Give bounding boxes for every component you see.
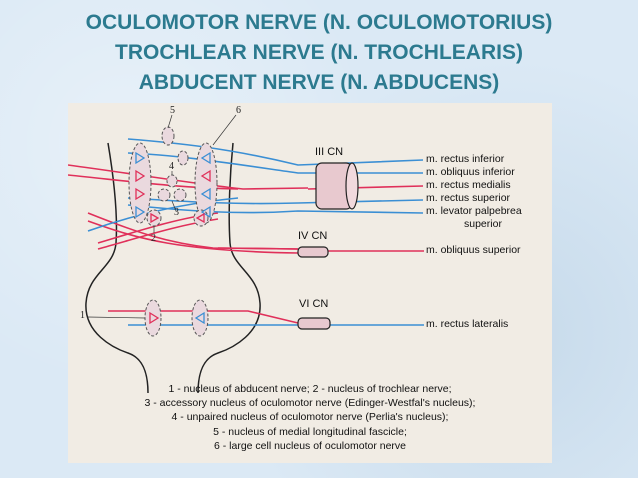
- number-4: 4: [169, 161, 174, 172]
- title-line-oculomotor: OCULOMOTOR NERVE (N. OCULOMOTORIUS): [85, 11, 553, 34]
- leader-1: [87, 316, 146, 319]
- blue-nerve-levator: [127, 204, 424, 214]
- number-3: 3: [174, 207, 179, 218]
- nuclei: [128, 126, 218, 337]
- tri-red-6: [195, 212, 205, 224]
- legend-line-2: 3 - accessory nucleus of oculomotor nerv…: [144, 397, 476, 410]
- leader-3: [171, 200, 177, 212]
- tri-blue-1: [135, 151, 146, 165]
- tri-blue-6: [194, 311, 205, 325]
- label-cn3: III CN: [315, 146, 344, 158]
- tri-blue-3: [200, 151, 211, 165]
- nerve-diagram-svg: [68, 114, 424, 394]
- legend-line-1: 1 - nucleus of abducent nerve; 2 - nucle…: [168, 383, 452, 395]
- legend-line-3: 4 - unpaired nucleus of oculomotor nerve…: [171, 411, 449, 424]
- label-rectus-superior: m. rectus superior: [426, 192, 511, 204]
- red-nerve-cn4-in: [217, 247, 299, 250]
- nucleus-1-right: [191, 299, 209, 337]
- nucleus-3-left: [157, 188, 171, 202]
- label-levator-line1: m. levator palpebrea: [426, 205, 522, 217]
- leader-6: [212, 114, 237, 146]
- nucleus-4: [166, 174, 178, 188]
- number-1: 1: [80, 310, 85, 321]
- blue-nerve-cross: [87, 197, 239, 232]
- label-rectus-medialis: m. rectus medialis: [426, 179, 511, 191]
- cylinder-cn4: [297, 246, 329, 258]
- label-levator-line2: superior: [464, 218, 502, 230]
- label-cn6: VI CN: [299, 298, 329, 310]
- number-6: 6: [236, 105, 241, 116]
- number-2: 2: [151, 233, 156, 244]
- page-title: OCULOMOTOR NERVE (N. OCULOMOTORIUS) TROC…: [0, 8, 638, 98]
- legend-caption: 1 - nucleus of abducent nerve; 2 - nucle…: [68, 382, 552, 453]
- tri-blue-2: [135, 205, 146, 219]
- title-line-abducent: ABDUCENT NERVE (N. ABDUCENS): [138, 71, 500, 94]
- red-nerve-lines: [68, 164, 424, 324]
- red-nerve-medialis-1: [68, 164, 309, 190]
- nerve-cylinders: [297, 162, 359, 330]
- nucleus-triangles: [135, 151, 211, 325]
- red-nerve-oblsup-1: [87, 212, 299, 250]
- nucleus-left-column: [128, 142, 152, 224]
- brainstem-outline: [85, 142, 149, 394]
- tri-red-3: [200, 169, 211, 183]
- legend-line-4: 5 - nucleus of medial longitudinal fasci…: [213, 425, 407, 438]
- nucleus-5-right: [177, 150, 189, 166]
- legend-line-5: 6 - large cell nucleus of oculomotor ner…: [213, 439, 406, 452]
- label-rectus-inferior: m. rectus inferior: [426, 153, 505, 165]
- label-cn4: IV CN: [298, 230, 328, 242]
- tri-red-2: [135, 187, 146, 201]
- nucleus-5-left: [161, 126, 175, 146]
- leader-5: [167, 114, 173, 129]
- nerve-diagram-figure: 5 6 1 2 3 4 III CN IV CN VI CN m. rectus…: [68, 103, 552, 463]
- title-line-trochlear: TROCHLEAR NERVE (N. TROCHLEARIS): [115, 41, 523, 64]
- tri-blue-4: [200, 187, 211, 201]
- number-5: 5: [170, 105, 175, 116]
- nucleus-right-column: [194, 142, 218, 224]
- label-obliquus-superior: m. obliquus superior: [426, 244, 521, 256]
- number-leader-lines: [87, 114, 237, 319]
- red-nerve-oblsup-2: [87, 220, 299, 254]
- label-obliquus-inferior: m. obliquus inferior: [426, 166, 515, 178]
- tri-red-1: [135, 169, 146, 183]
- tri-red-4: [149, 311, 160, 325]
- brainstem-outline-right: [197, 142, 261, 394]
- blue-nerve-superior: [127, 197, 424, 205]
- label-rectus-lateralis: m. rectus lateralis: [426, 318, 509, 330]
- tri-blue-5: [200, 205, 211, 219]
- cylinder-cn6: [297, 317, 331, 330]
- tri-red-5: [150, 212, 160, 224]
- nucleus-3-right: [173, 188, 187, 202]
- cylinder-cn3-end: [345, 162, 359, 210]
